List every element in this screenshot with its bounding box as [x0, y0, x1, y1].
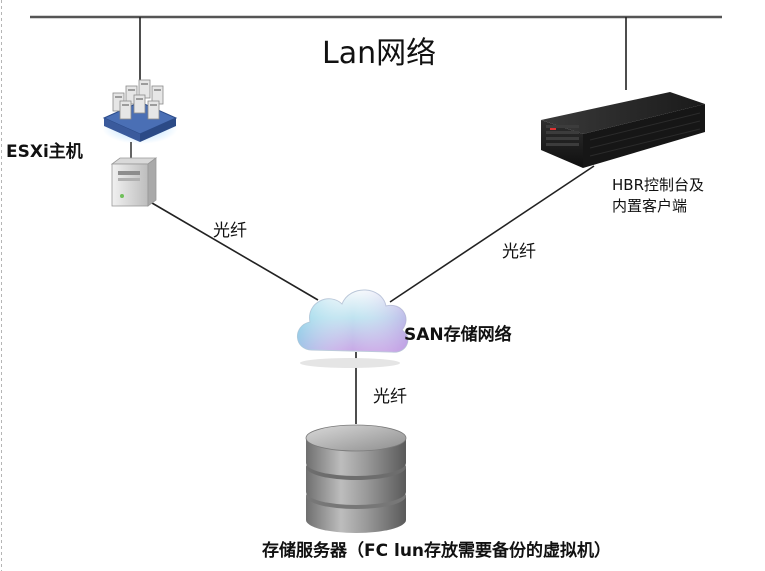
hbr-label-line2: 内置客户端: [612, 197, 687, 215]
san-label: SAN存储网络: [404, 324, 512, 345]
esxi-label: ESXi主机: [6, 141, 83, 162]
link-esxi-san: [151, 202, 319, 301]
lan-label: Lan网络: [322, 36, 436, 71]
link-label-esxi-san: 光纤: [213, 221, 247, 241]
hbr-label-line1: HBR控制台及: [612, 176, 704, 194]
link-label-san-storage: 光纤: [373, 387, 407, 407]
tower-server-icon: [110, 157, 158, 207]
link-hbr-san: [389, 165, 595, 303]
server-cluster-icon: [102, 79, 178, 144]
cloud-icon: [297, 289, 409, 368]
rack-server-icon: [541, 92, 705, 168]
database-icon: [305, 424, 407, 533]
storage-label: 存储服务器（FC lun存放需要备份的虚拟机）: [262, 540, 611, 561]
link-label-hbr-san: 光纤: [502, 242, 536, 262]
